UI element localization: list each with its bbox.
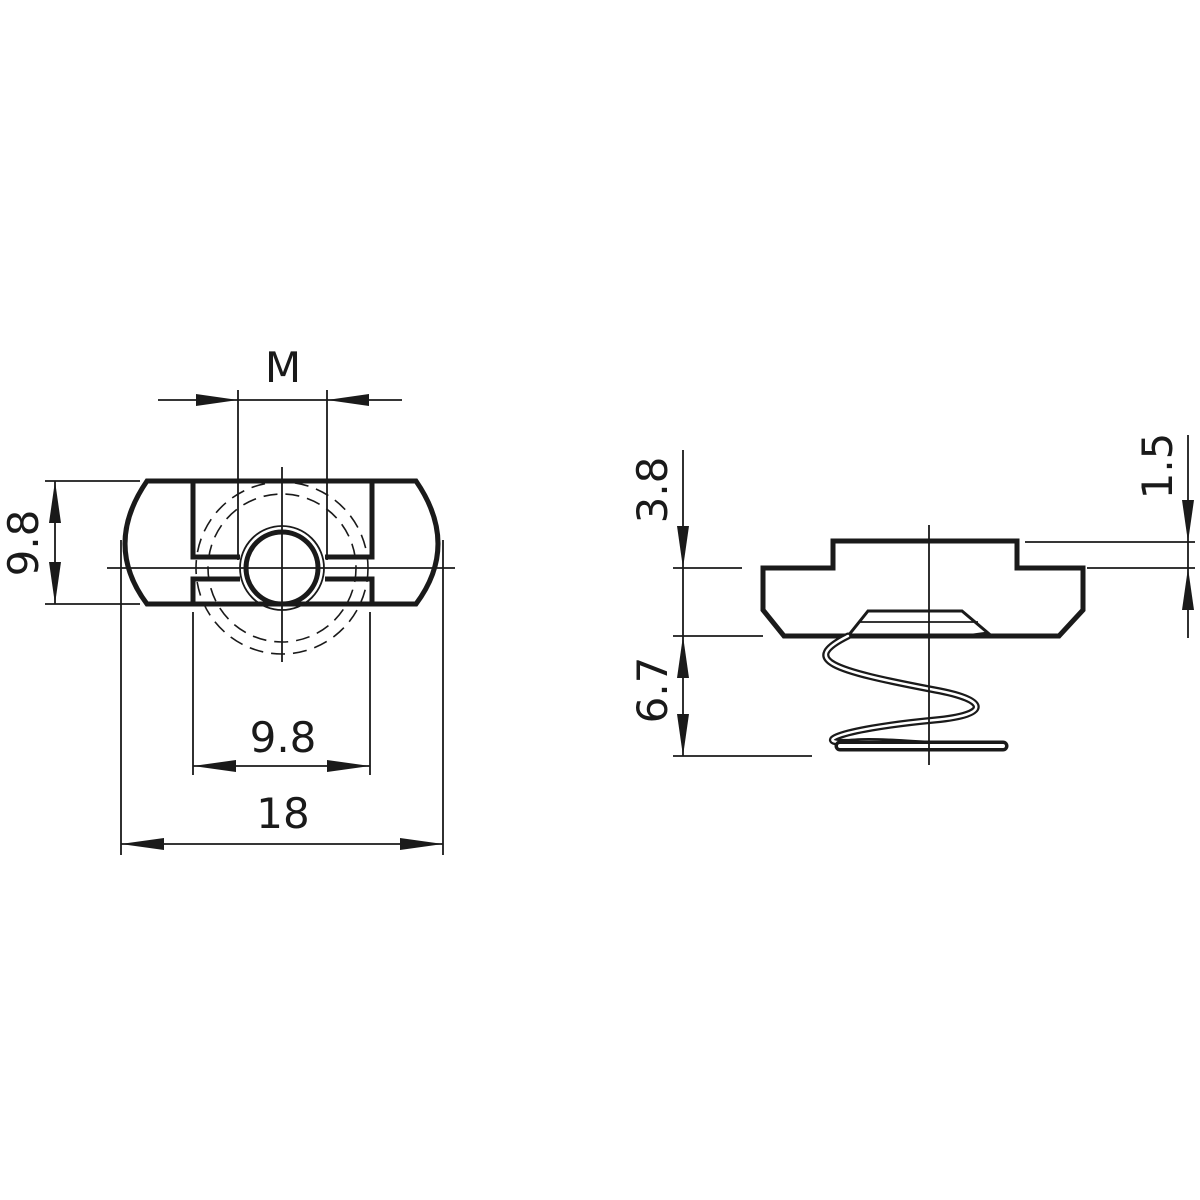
front-view: M 9.8 9.8 18 [0,343,455,855]
nut-profile [760,538,1086,639]
spring-cone [844,609,992,638]
dim-thread-label: M [265,343,301,392]
slot-lower [190,576,375,604]
dim-inner-width-label: 9.8 [250,713,317,762]
dim-spring-height-label: 6.7 [628,657,677,724]
dim-step-height-label: 1.5 [1133,433,1182,500]
side-view: 3.8 6.7 1.5 [628,433,1195,765]
dim-height-label: 9.8 [0,510,48,577]
dim-head-height-label: 3.8 [628,457,677,524]
nut-outline [122,478,441,607]
dim-overall-width-label: 18 [256,789,309,838]
slot-upper [190,481,375,560]
